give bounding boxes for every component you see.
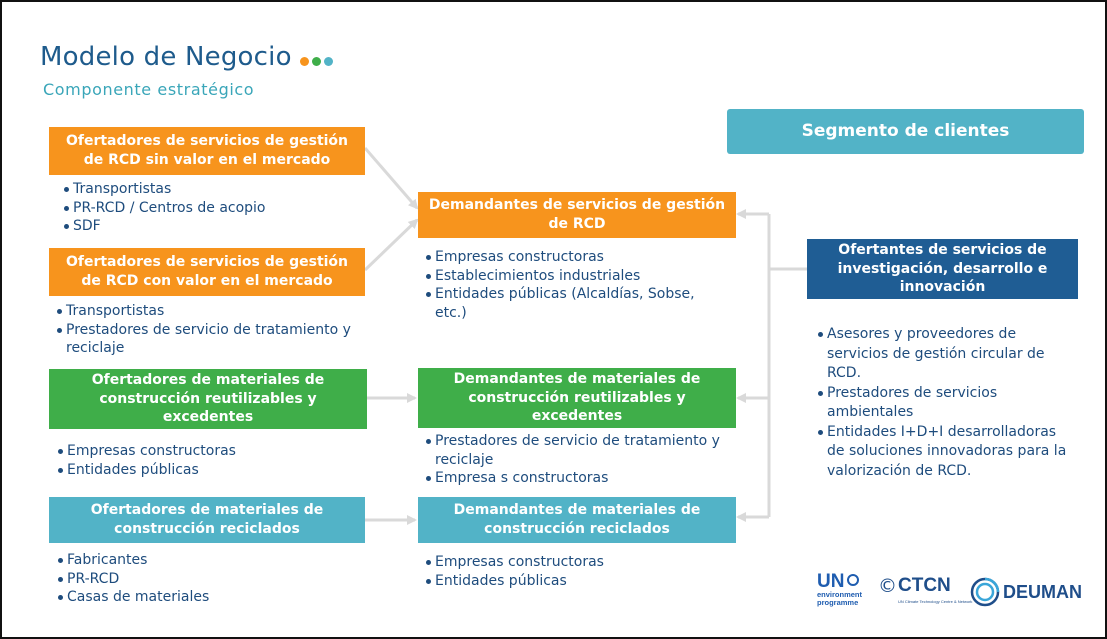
- page-subtitle: Componente estratégico: [43, 80, 255, 99]
- title-dots: [299, 43, 336, 73]
- teal-dot: [323, 56, 333, 66]
- deuman-circle-icon: [970, 577, 1000, 607]
- demander-servicios-rcd-box: Demandantes de servicios de gestión de R…: [418, 192, 736, 238]
- page-title: Modelo de Negocio: [40, 42, 336, 73]
- list-item: Empresas constructoras: [425, 553, 725, 572]
- list-item: Prestadores de servicio de tratamiento y…: [425, 432, 725, 469]
- un-emblem-icon: [847, 574, 860, 586]
- list-item: Entidades públicas (Alcaldías, Sobse, et…: [425, 285, 725, 322]
- list-item: Empresas constructoras: [425, 248, 725, 267]
- offerer-rcd-sin-valor-list: Transportistas PR-RCD / Centros de acopi…: [63, 180, 363, 236]
- list-item: PR-RCD / Centros de acopio: [63, 199, 363, 218]
- list-item: Fabricantes: [57, 551, 357, 570]
- list-item: Prestadores de servicio de tratamiento y…: [56, 321, 356, 358]
- list-item: SDF: [63, 217, 363, 236]
- ctcn-copyright-icon: ©: [878, 575, 897, 597]
- offerer-rcd-sin-valor-box: Ofertadores de servicios de gestión de R…: [49, 127, 365, 175]
- list-item: Empresas constructoras: [57, 442, 357, 461]
- offerer-rcd-con-valor-box: Ofertadores de servicios de gestión de R…: [49, 248, 365, 296]
- un-logo-text: UN: [817, 571, 845, 592]
- un-environment-logo: UN environment programme: [817, 572, 875, 616]
- offerer-materiales-reutilizables-list: Empresas constructoras Entidades pública…: [57, 442, 357, 479]
- demander-materiales-reutilizables-list: Prestadores de servicio de tratamiento y…: [425, 432, 725, 488]
- list-item: Transportistas: [56, 302, 356, 321]
- list-item: PR-RCD: [57, 570, 357, 589]
- demander-materiales-reciclados-box: Demandantes de materiales de construcció…: [418, 497, 736, 543]
- arrow-sin-valor-to-servicios: [363, 147, 419, 210]
- demander-materiales-reutilizables-box: Demandantes de materiales de construcció…: [418, 368, 736, 428]
- un-logo-sub1: environment: [817, 590, 863, 599]
- ctcn-logo-text: CTCN: [898, 575, 951, 596]
- demander-servicios-rcd-list: Empresas constructoras Establecimientos …: [425, 248, 725, 322]
- list-item: Entidades públicas: [57, 461, 357, 480]
- list-item: Establecimientos industriales: [425, 267, 725, 286]
- un-logo-sub2: programme: [817, 598, 859, 607]
- research-box: Ofertantes de servicios de investigación…: [807, 239, 1078, 299]
- list-item: Entidades públicas: [425, 572, 725, 591]
- title-text: Modelo de Negocio: [40, 42, 292, 72]
- list-item: Prestadores de servicios ambientales: [817, 384, 1072, 423]
- offerer-materiales-reciclados-box: Ofertadores de materiales de construcció…: [49, 497, 365, 543]
- arrow-con-valor-to-servicios: [363, 218, 419, 272]
- segment-label: Segmento de clientes: [727, 109, 1084, 154]
- list-item: Asesores y proveedores de servicios de g…: [817, 325, 1072, 384]
- offerer-rcd-con-valor-list: Transportistas Prestadores de servicio d…: [56, 302, 356, 358]
- offerer-materiales-reciclados-list: Fabricantes PR-RCD Casas de materiales: [57, 551, 357, 607]
- green-dot: [311, 56, 321, 66]
- ctcn-logo-sub: UN Climate Technology Centre & Network: [898, 599, 973, 604]
- orange-dot: [299, 56, 309, 66]
- list-item: Transportistas: [63, 180, 363, 199]
- ctcn-logo: ©CTCN UN Climate Technology Centre & Net…: [878, 575, 973, 612]
- deuman-logo: DEUMAN: [970, 575, 1092, 609]
- demander-materiales-reciclados-list: Empresas constructoras Entidades pública…: [425, 553, 725, 590]
- research-list: Asesores y proveedores de servicios de g…: [817, 325, 1072, 481]
- offerer-materiales-reutilizables-box: Ofertadores de materiales de construcció…: [49, 369, 367, 429]
- list-item: Entidades I+D+I desarrolladoras de soluc…: [817, 423, 1072, 482]
- list-item: Casas de materiales: [57, 588, 357, 607]
- deuman-logo-text: DEUMAN: [1003, 581, 1082, 602]
- list-item: Empresa s constructoras: [425, 469, 725, 488]
